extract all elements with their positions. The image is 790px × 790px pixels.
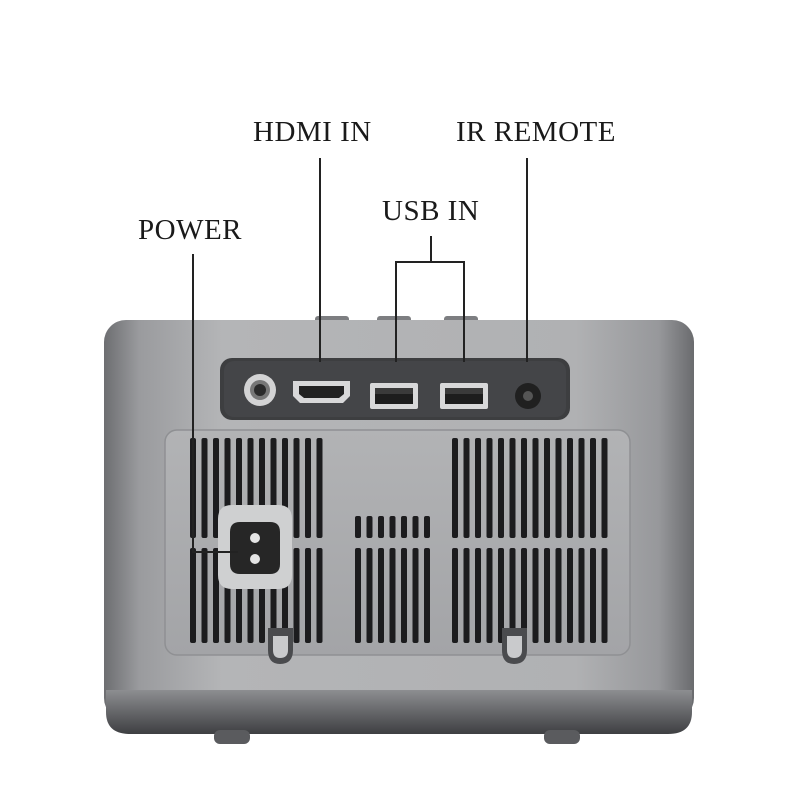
vent-slot bbox=[355, 548, 361, 643]
vent-slot bbox=[401, 516, 407, 538]
vent-slot bbox=[316, 548, 323, 643]
vent-slot bbox=[509, 548, 516, 643]
callout-usb-bracket bbox=[395, 261, 465, 362]
port-panel bbox=[220, 358, 570, 420]
clip-right-icon bbox=[502, 628, 527, 664]
vent-slot bbox=[590, 548, 596, 643]
power-socket-icon bbox=[218, 505, 292, 589]
vent-slot bbox=[201, 438, 208, 538]
vent-slot bbox=[305, 548, 311, 643]
vent-slot bbox=[355, 516, 361, 538]
vent-slot bbox=[389, 548, 396, 643]
vent-slot bbox=[424, 516, 430, 538]
vent-slot bbox=[213, 548, 219, 643]
vent-slot bbox=[475, 438, 481, 538]
vent-slot bbox=[452, 438, 458, 538]
vent-slot bbox=[601, 438, 608, 538]
feet bbox=[214, 730, 580, 744]
vent-slot bbox=[316, 438, 323, 538]
vent-slot bbox=[567, 548, 573, 643]
vent-slot bbox=[521, 438, 527, 538]
vent-slot bbox=[555, 548, 562, 643]
vent-slot bbox=[521, 548, 527, 643]
clip-left-icon bbox=[268, 628, 293, 664]
label-power: POWER bbox=[138, 214, 242, 246]
vent-slot bbox=[578, 548, 585, 643]
vent-slot bbox=[463, 548, 470, 643]
vent-slot bbox=[463, 438, 470, 538]
vent-slot bbox=[578, 438, 585, 538]
vent-slot bbox=[366, 516, 373, 538]
vent-slot bbox=[452, 548, 458, 643]
vent-slot bbox=[498, 548, 504, 643]
vent-slot bbox=[509, 438, 516, 538]
vent-slot bbox=[532, 438, 539, 538]
vent-slot bbox=[293, 548, 300, 643]
vent-slot bbox=[544, 548, 550, 643]
vent-slot bbox=[498, 438, 504, 538]
label-hdmi-in: HDMI IN bbox=[253, 116, 372, 148]
vent-slot bbox=[486, 438, 493, 538]
label-ir-remote: IR REMOTE bbox=[456, 116, 616, 148]
vent-slot bbox=[590, 438, 596, 538]
audio-jack-icon bbox=[244, 374, 276, 406]
vent-slot bbox=[567, 438, 573, 538]
vent-slot bbox=[378, 548, 384, 643]
vent-slot bbox=[412, 548, 419, 643]
hdmi-port-icon bbox=[293, 381, 350, 403]
vent-slot bbox=[378, 516, 384, 538]
usb-port-icon bbox=[440, 383, 488, 409]
vent-slot bbox=[412, 516, 419, 538]
vent-slot bbox=[532, 548, 539, 643]
vent-slot bbox=[305, 438, 311, 538]
vent-slot bbox=[293, 438, 300, 538]
vent-slot bbox=[475, 548, 481, 643]
vent-slot bbox=[555, 438, 562, 538]
ir-receiver-icon bbox=[515, 383, 541, 409]
vent-slot bbox=[389, 516, 396, 538]
vent-panel bbox=[164, 429, 631, 656]
vent-slot bbox=[601, 548, 608, 643]
vent-slot bbox=[424, 548, 430, 643]
vent-slot bbox=[190, 548, 196, 643]
vent-slot bbox=[201, 548, 208, 643]
callout-lines bbox=[192, 158, 528, 553]
usb-port-icon bbox=[370, 383, 418, 409]
vent-slot bbox=[213, 438, 219, 538]
vent-slot bbox=[366, 548, 373, 643]
label-usb-in: USB IN bbox=[382, 195, 480, 227]
callout-power bbox=[192, 254, 238, 553]
vent-slot bbox=[401, 548, 407, 643]
vent-slot bbox=[486, 548, 493, 643]
vent-slot bbox=[544, 438, 550, 538]
